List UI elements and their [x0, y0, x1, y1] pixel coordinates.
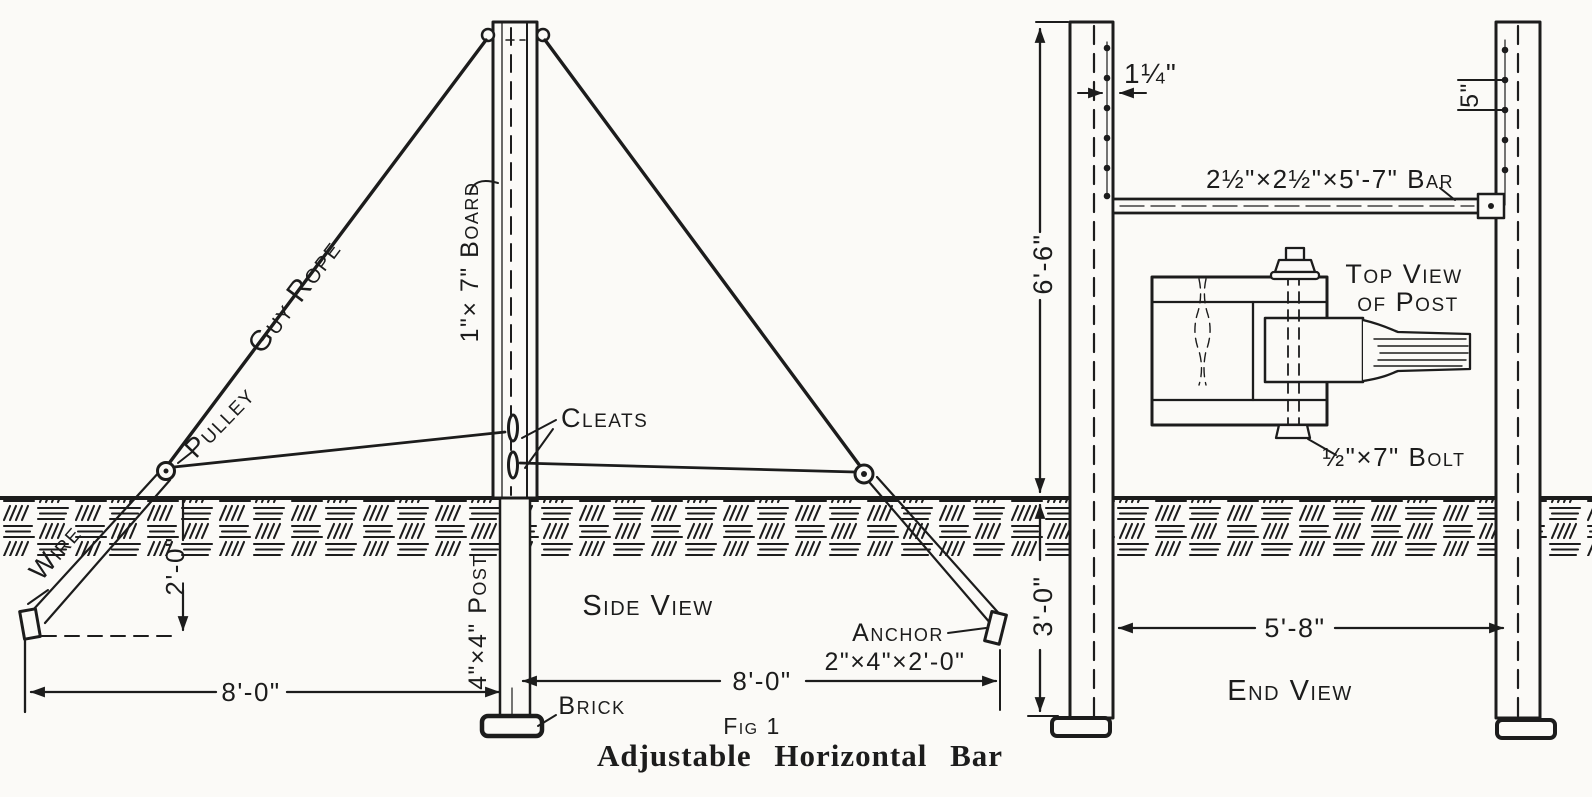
brick — [479, 713, 545, 739]
bolt-head — [1284, 246, 1306, 262]
bolt-bottom-nut — [1274, 423, 1312, 440]
bolt-top-nut — [1273, 258, 1317, 274]
bolt-label-group: ½"×7" Bolt — [1307, 438, 1465, 472]
guy-rope-label: Guy Rope — [242, 234, 348, 360]
right-eye-bolt — [535, 27, 551, 43]
dim-label-6-6: 6'-6" — [1028, 233, 1058, 294]
fig-number: Fig 1 — [723, 713, 781, 739]
right-guy-rope — [543, 38, 865, 472]
left-pulley — [156, 461, 176, 481]
cleats — [507, 413, 519, 480]
left-buried-anchor — [18, 607, 42, 641]
dim-label-span-right: 8'-0" — [732, 666, 791, 696]
wood-grain-line — [1194, 278, 1203, 386]
ground-section — [0, 496, 1592, 556]
cleats-label: Cleats — [561, 403, 648, 433]
top-view-label-line2: of Post — [1357, 287, 1458, 317]
dim-bar-span: 5'-8" — [1117, 613, 1505, 643]
figure-caption: Adjustable Horizontal Bar — [597, 738, 1003, 773]
post-label: 4"×4" Post — [464, 554, 492, 690]
rope-pulley-to-upper-cleat — [172, 430, 507, 469]
top-view-inset: Top View of Post ½"×7" Bolt — [1150, 246, 1472, 472]
left-post-footing — [1050, 716, 1112, 738]
horizontal-bar — [1111, 192, 1506, 220]
side-view-title: Side View — [582, 590, 713, 622]
dim-span-right: 8'-0" — [521, 649, 1001, 711]
bar-label: 2½"×2½"×5'-7" Bar — [1206, 164, 1454, 194]
wood-grain-line-2 — [1203, 278, 1211, 386]
side-post-below-ground — [498, 496, 532, 719]
bar-round-section — [1361, 318, 1472, 383]
side-view: 2'-0" 8'-0" 8'-0" Guy Rope Pulley Wire 1… — [18, 20, 1008, 739]
rope-lower-cleat-to-pulley — [518, 461, 857, 474]
right-pulley — [853, 463, 875, 485]
board-label: 1"× 7" Board — [456, 182, 484, 343]
end-left-post — [1068, 20, 1115, 720]
dim-label-3-0: 3'-0" — [1028, 575, 1058, 636]
ground-hatch — [0, 499, 1592, 556]
left-post-holes — [1103, 44, 1111, 200]
board-label-group: 1"× 7" Board — [456, 180, 499, 343]
right-post-holes — [1501, 46, 1509, 174]
bolt-through-post — [1269, 246, 1321, 440]
end-right-post — [1494, 20, 1542, 720]
anchor-label-group: Anchor 2"×4"×2'-0" — [824, 619, 987, 676]
dim-label-hole-offset: 1¼" — [1124, 58, 1177, 89]
pulley-label-group: Pulley — [177, 380, 261, 464]
left-wire — [31, 468, 172, 625]
dim-label-2-0: 2'-0" — [160, 536, 190, 595]
bolt-washer — [1269, 270, 1321, 281]
left-guy-rope — [165, 38, 488, 468]
bar-label-group: 2½"×2½"×5'-7" Bar — [1206, 164, 1456, 201]
cleats-label-group: Cleats — [521, 403, 648, 469]
anchor-size-label: 2"×4"×2'-0" — [824, 648, 965, 676]
dim-label-bar-span: 5'-8" — [1264, 613, 1325, 643]
left-eye-bolt — [480, 27, 496, 43]
right-post-footing — [1495, 718, 1557, 740]
dim-post-depth: 3'-0" — [1027, 503, 1059, 717]
dim-post-height: 6'-6" — [1028, 21, 1069, 494]
right-wire — [868, 475, 1005, 626]
right-buried-anchor — [983, 610, 1008, 646]
brick-label: Brick — [558, 692, 625, 720]
dim-wire-depth: 2'-0" — [41, 497, 190, 637]
dim-hole-spacing: 5" — [1456, 79, 1503, 111]
dim-span-left: 8'-0" — [23, 638, 501, 714]
end-view: 6'-6" 3'-0" — [1027, 20, 1557, 740]
dim-label-span-left: 8'-0" — [221, 677, 280, 707]
top-view-label-line1: Top View — [1345, 259, 1462, 289]
bar-tenon — [1263, 316, 1365, 384]
pulley-label: Pulley — [178, 380, 260, 464]
anchor-label: Anchor — [852, 619, 944, 647]
bolt-label: ½"×7" Bolt — [1322, 442, 1465, 472]
dim-label-hole-spacing: 5" — [1456, 82, 1484, 108]
end-view-title: End View — [1227, 675, 1352, 707]
brick-label-group: Brick — [537, 692, 625, 727]
dim-hole-offset: 1¼" — [1077, 58, 1177, 99]
